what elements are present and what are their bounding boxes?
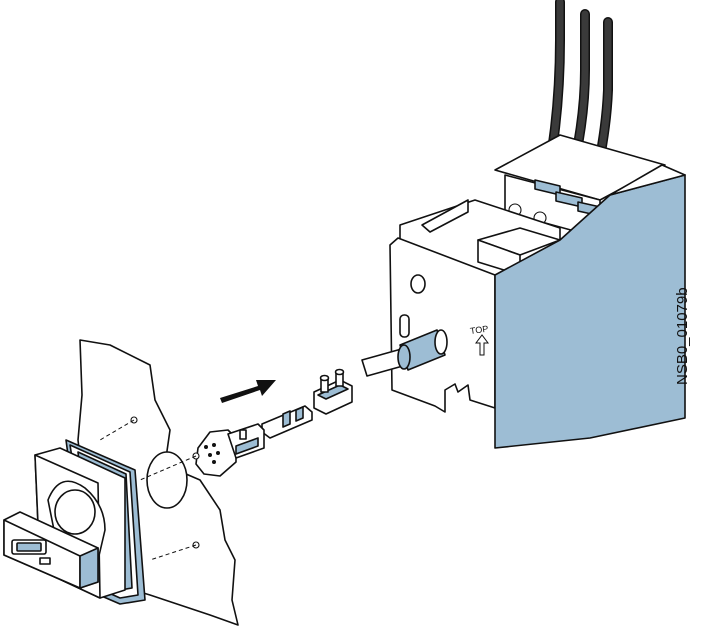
shaft-adapter (195, 423, 265, 477)
side-cover (494, 174, 686, 449)
coupling-piece (313, 368, 353, 415)
coupling-insert (261, 405, 313, 439)
switch-body: TOP (361, 134, 686, 449)
svg-text:TOP: TOP (469, 324, 489, 336)
document-id: NSB0_01079b (674, 287, 691, 385)
direction-arrow (220, 380, 276, 403)
rotary-handle (3, 439, 146, 605)
top-marker: TOP (469, 324, 489, 356)
drive-shaft (361, 329, 448, 377)
